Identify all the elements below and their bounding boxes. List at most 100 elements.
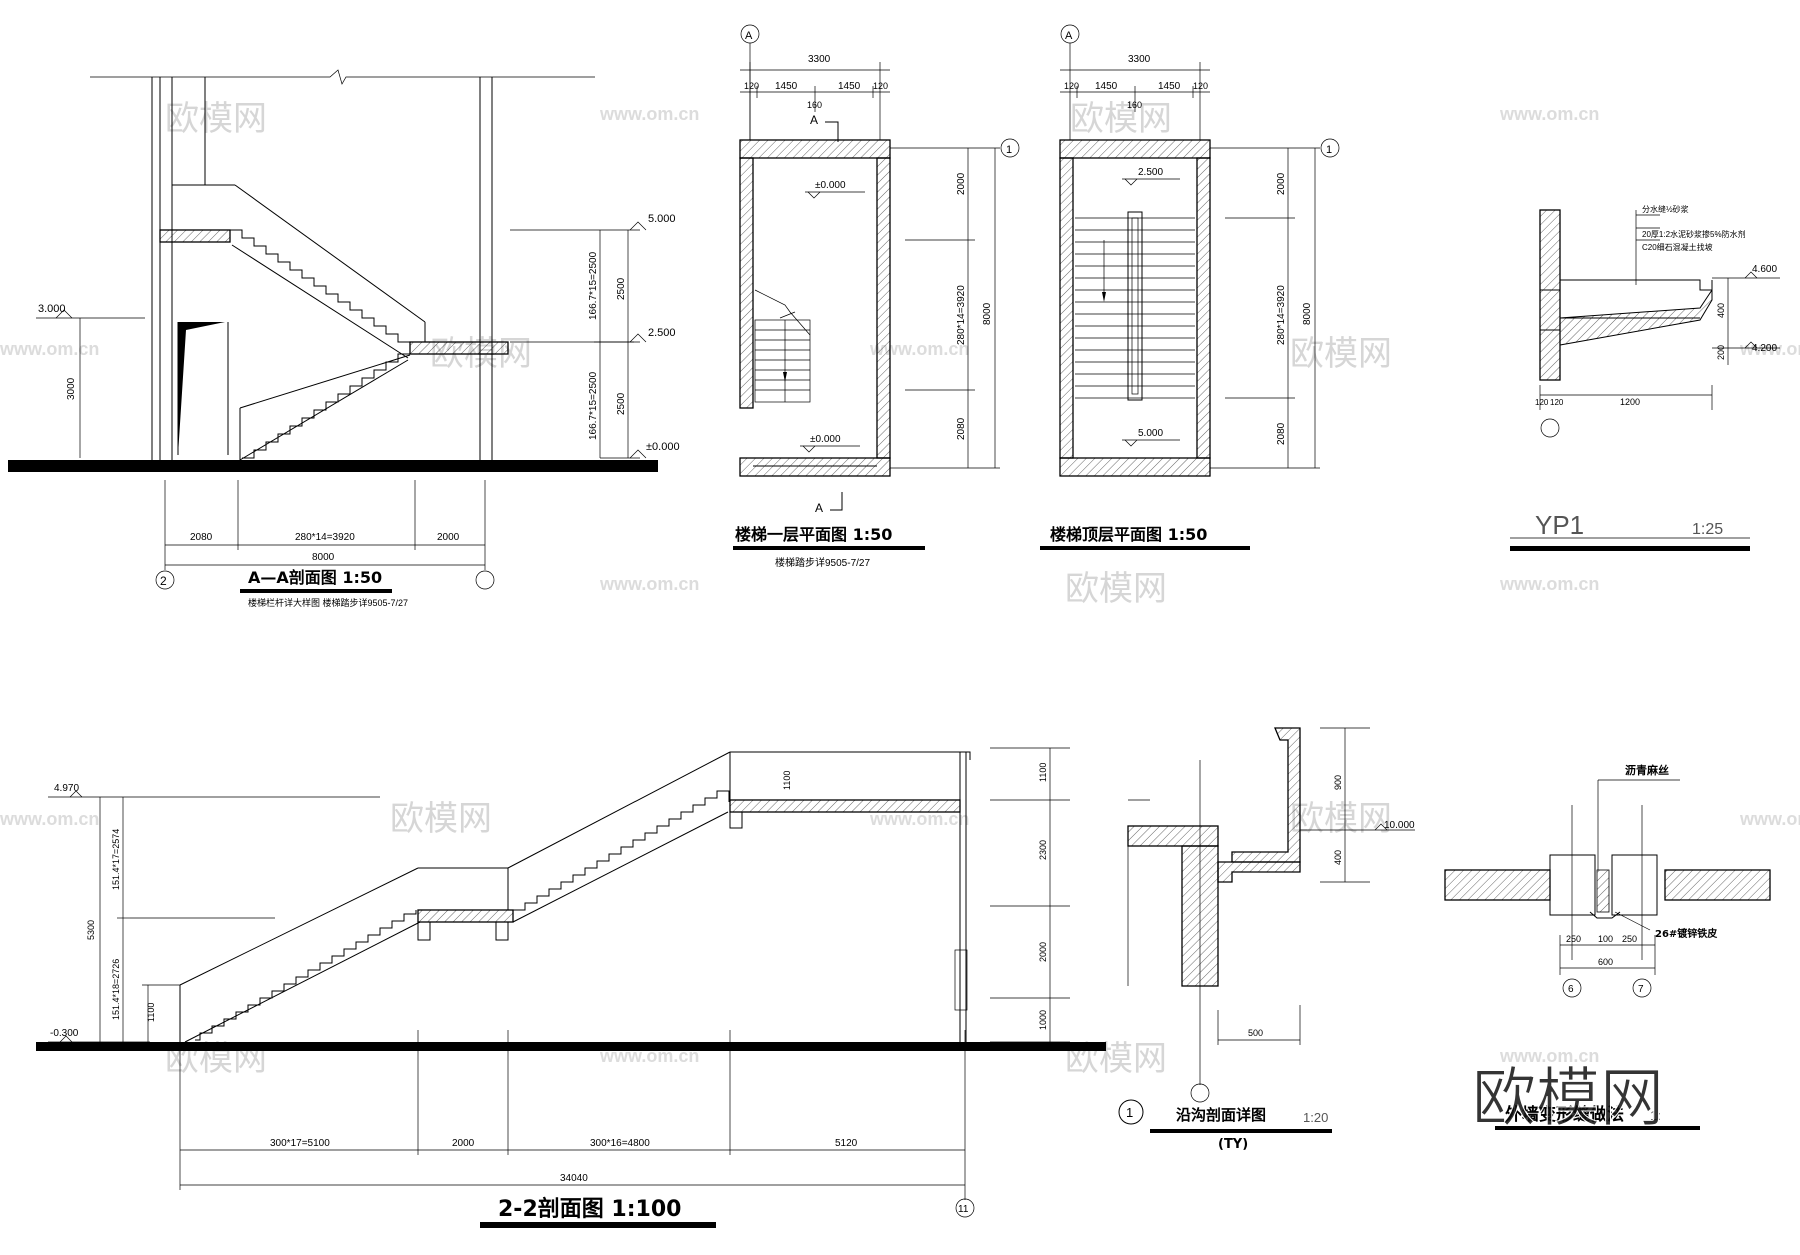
dim-label: 1100: [146, 1003, 156, 1022]
dim-label: 120: [744, 81, 759, 91]
axis-label: A: [745, 30, 753, 42]
level-label: 3.000: [38, 303, 66, 315]
dim-label: 5120: [835, 1138, 858, 1149]
dim-label: 5300: [86, 920, 96, 940]
watermark-url: www.om.cn: [869, 809, 969, 829]
dim-label: 1450: [838, 81, 861, 92]
watermark-url: www.om.cn: [599, 574, 699, 594]
ditch-scale: 1:20: [1303, 1110, 1328, 1125]
level-label: -0.300: [50, 1028, 79, 1039]
plan-first-note: 楼梯踏步详9505-7/27: [775, 556, 870, 569]
level-label: ±0.000: [810, 434, 841, 445]
level-label: 4.200: [1752, 343, 1777, 354]
aa-section-title: A—A剖面图 1:50: [248, 568, 382, 587]
dim-label: 2080: [190, 532, 213, 543]
dim-label: 3300: [1128, 54, 1151, 65]
watermark-url: www.om.cn: [599, 104, 699, 124]
dim-label: 600: [1598, 957, 1613, 967]
yp1-title: YP1: [1535, 510, 1584, 540]
joint-detail: 沥青麻丝 26#镀锌铁皮 250 100 250 600 6 7 外墙变形缝做法…: [1444, 763, 1771, 1137]
dim-label: 8000: [1302, 302, 1313, 325]
dim-label: 120: [1535, 398, 1549, 407]
brand-logo-watermark: 欧模网: [1472, 1062, 1664, 1136]
dim-label: 1000: [1038, 1010, 1048, 1030]
dim-label: 160: [1127, 100, 1142, 110]
axis-label: 7: [1638, 984, 1644, 995]
dim-label: 2500: [616, 392, 627, 415]
dim-label: 1100: [1038, 763, 1048, 782]
section-22: 4.970 -0.300 151.4*17=2574 5300 151.4*18…: [36, 747, 1106, 1228]
level-label: ±0.000: [815, 180, 846, 191]
watermark-url: www.om.cn: [1499, 574, 1599, 594]
plan-first-title: 楼梯一层平面图 1:50: [735, 525, 892, 544]
level-label: 2.500: [648, 327, 676, 339]
watermark-brand: 欧模网: [1070, 99, 1172, 139]
watermark-brand: 欧模网: [165, 99, 267, 139]
dim-label: 1100: [782, 771, 792, 790]
joint-title: 外墙变形缝做法: [1505, 1104, 1624, 1125]
dim-label: 151.4*17=2574: [111, 829, 121, 890]
level-label: 4.970: [54, 783, 79, 794]
level-label: 4.600: [1752, 264, 1777, 275]
dim-label: 1450: [1095, 81, 1118, 92]
dim-label: 300*17=5100: [270, 1138, 330, 1149]
dim-label: 200: [1716, 345, 1726, 360]
ditch-title: 沿沟剖面详图: [1176, 1106, 1266, 1124]
watermark-brand: 欧模网: [1290, 334, 1392, 374]
ditch-detail: 10.000 900 400 500 1 沿沟剖面详图 1:20 (TY): [1118, 727, 1415, 1152]
dim-label: 1200: [1620, 397, 1640, 407]
watermark-brand: 欧模网: [390, 799, 492, 839]
level-label: 2.500: [1138, 167, 1163, 178]
dim-label: 34040: [560, 1173, 588, 1184]
dim-label: 166.7*15=2500: [588, 251, 599, 320]
dim-label: 2000: [1276, 172, 1287, 195]
watermark-url: www.om.cn: [869, 339, 969, 359]
yp1-detail: 分水缝½砂浆 20厚1:2水泥砂浆掺5%防水剂 C20细石混凝土找坡 4.600…: [1510, 204, 1780, 551]
dim-label: 2000: [1038, 942, 1048, 962]
dim-label: 250: [1566, 934, 1581, 944]
dim-label: 120: [1550, 398, 1564, 407]
joint-note: 26#镀锌铁皮: [1655, 927, 1717, 940]
dim-label: 400: [1716, 303, 1726, 318]
aa-section-note: 楼梯栏杆详大样图 楼梯踏步详9505-7/27: [248, 597, 408, 608]
level-label: ±0.000: [646, 441, 680, 453]
dim-label: 120: [1064, 81, 1079, 91]
axis-label: 1: [1006, 144, 1012, 156]
level-label: 10.000: [1384, 820, 1415, 831]
dim-label: 2000: [437, 532, 460, 543]
watermark-url: www.om.cn: [0, 339, 99, 359]
plan-top-title: 楼梯顶层平面图 1:50: [1050, 525, 1207, 544]
dim-label: 250: [1622, 934, 1637, 944]
dim-label: 166.7*15=2500: [588, 371, 599, 440]
yp1-note: 分水缝½砂浆: [1642, 204, 1689, 214]
dim-label: 1450: [775, 81, 798, 92]
watermark-url: www.om.cn: [1739, 339, 1800, 359]
dim-label: 120: [1193, 81, 1208, 91]
cut-label: A: [815, 501, 823, 515]
ditch-index: 1: [1126, 1105, 1133, 1120]
watermarks: 欧模网 欧模网 欧模网 欧模网 欧模网 欧模网 欧模网 欧模网 欧模网 www.…: [0, 99, 1800, 1079]
axis-label: 11: [958, 1204, 969, 1215]
dim-label: 280*14=3920: [295, 532, 355, 543]
cut-label: A: [810, 113, 818, 127]
dim-label: 151.4*18=2726: [111, 959, 121, 1020]
yp1-note: C20细石混凝土找坡: [1642, 242, 1713, 252]
dim-label: 3300: [808, 54, 831, 65]
watermark-url: www.om.cn: [1499, 104, 1599, 124]
dim-label: 2000: [452, 1138, 475, 1149]
dim-label: 300*16=4800: [590, 1138, 650, 1149]
dim-label: 2080: [1276, 422, 1287, 445]
ditch-sub: (TY): [1218, 1137, 1248, 1152]
dim-label: 1450: [1158, 81, 1181, 92]
axis-label: 1: [1326, 144, 1332, 156]
dim-label: 160: [807, 100, 822, 110]
watermark-brand: 欧模网: [1065, 569, 1167, 609]
dim-label: 120: [873, 81, 888, 91]
joint-scale: 1:: [1650, 1108, 1661, 1123]
plan-first: A 3300 120 1450 1450 120 160 A: [733, 24, 1020, 569]
dim-label: 8000: [982, 302, 993, 325]
joint-note: 沥青麻丝: [1625, 763, 1669, 777]
axis-label: A: [1065, 30, 1073, 42]
dim-label: 2300: [1038, 840, 1048, 860]
dim-label: 2080: [956, 417, 967, 440]
